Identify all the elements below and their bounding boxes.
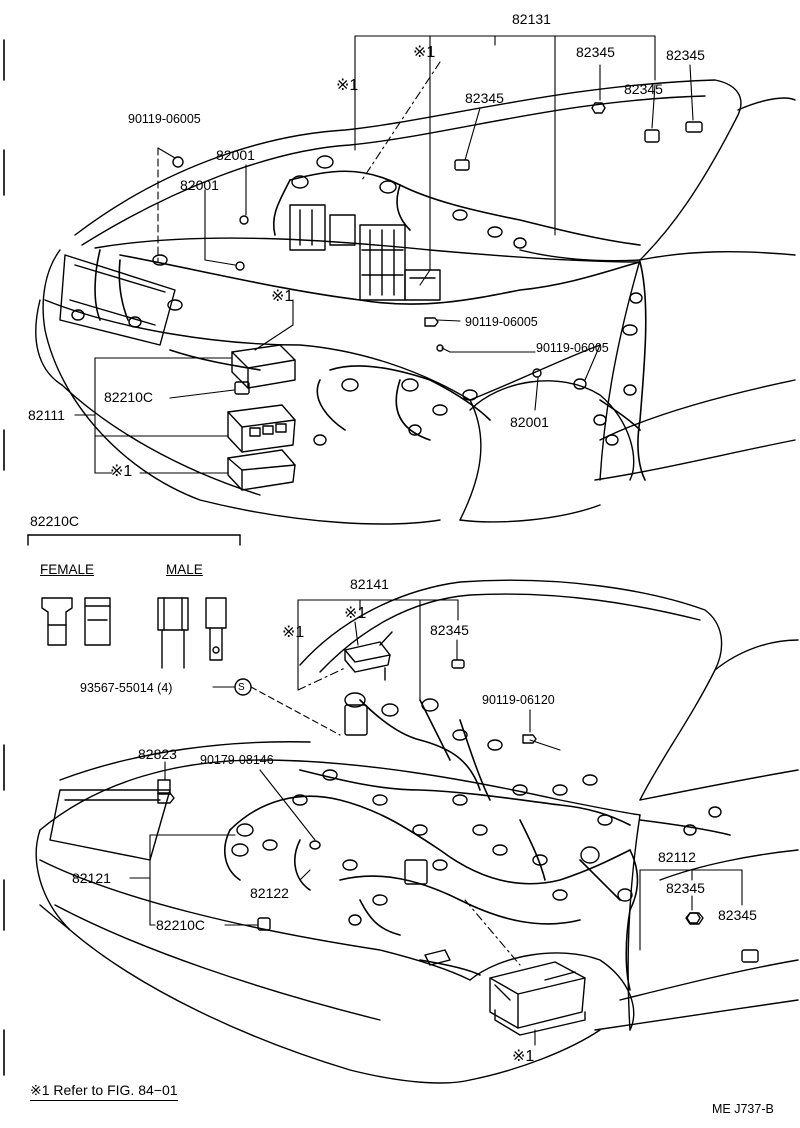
part-82112-label: 82112 xyxy=(658,849,696,865)
top-connectors xyxy=(71,102,703,446)
part-82345-label-c: 82345 xyxy=(624,81,663,97)
part-82001-label-b: 82001 xyxy=(180,177,219,193)
part-90119-06005-label-b: 90119-06005 xyxy=(465,315,538,329)
part-82210c-label-top: 82210C xyxy=(104,389,154,405)
note-ref-bottom-left: ※1 xyxy=(282,624,305,641)
part-82001-label-c: 82001 xyxy=(510,414,549,430)
note-ref-fusebox-top: ※1 xyxy=(110,463,133,480)
legend-male-label: MALE xyxy=(166,562,203,577)
part-90119-06005-label-a: 90119-06005 xyxy=(128,112,201,126)
part-82345-label-a: 82345 xyxy=(576,44,615,60)
top-relay-blocks xyxy=(289,204,441,301)
part-90119-06005-label-c: 90119-06005 xyxy=(536,341,609,355)
note-ref-relay: ※1 xyxy=(271,288,294,305)
part-82210c-label-bottom: 82210C xyxy=(156,917,206,933)
part-82131-label: 82131 xyxy=(512,11,551,27)
s-mark: S xyxy=(238,682,245,693)
part-82345-label-d: 82345 xyxy=(465,90,504,106)
part-82141-label: 82141 xyxy=(350,576,389,592)
part-82121-label: 82121 xyxy=(72,870,111,886)
figure-code: ME J737-B xyxy=(712,1102,774,1116)
top-fuse-box-parts xyxy=(227,344,296,491)
part-93567-55014-label: 93567-55014 (4) xyxy=(80,681,173,695)
part-90179-08146-label: 90179-08146 xyxy=(200,753,274,767)
note-ref-clip: ※1 xyxy=(344,605,367,622)
footer-note: ※1 Refer to FIG. 84−01 xyxy=(30,1082,178,1101)
part-82111-label: 82111 xyxy=(28,407,65,423)
fuse-legend-drawing xyxy=(27,534,241,669)
part-82345-label-b: 82345 xyxy=(666,47,705,63)
note-ref-fusebox-bottom: ※1 xyxy=(512,1048,535,1065)
top-leaders xyxy=(74,35,694,474)
part-82122-label: 82122 xyxy=(250,885,289,901)
bottom-parts xyxy=(157,631,704,1036)
legend-title: 82210C xyxy=(30,513,80,529)
note-ref-top: ※1 xyxy=(413,44,436,61)
bottom-connectors xyxy=(157,659,759,966)
bottom-leaders xyxy=(129,599,743,1046)
note-ref-left: ※1 xyxy=(336,77,359,94)
part-82001-label-a: 82001 xyxy=(216,147,255,163)
part-82823-label: 82823 xyxy=(138,746,177,762)
bottom-car-body xyxy=(35,579,799,1084)
part-82345-label-g: 82345 xyxy=(718,907,757,923)
bottom-harness xyxy=(224,699,731,991)
part-82345-label-f: 82345 xyxy=(666,880,705,896)
part-90119-06120-label: 90119-06120 xyxy=(482,693,555,707)
part-82345-label-e: 82345 xyxy=(430,622,469,638)
top-car-body xyxy=(35,79,796,525)
top-harness xyxy=(94,170,647,481)
legend-female-label: FEMALE xyxy=(40,562,95,577)
